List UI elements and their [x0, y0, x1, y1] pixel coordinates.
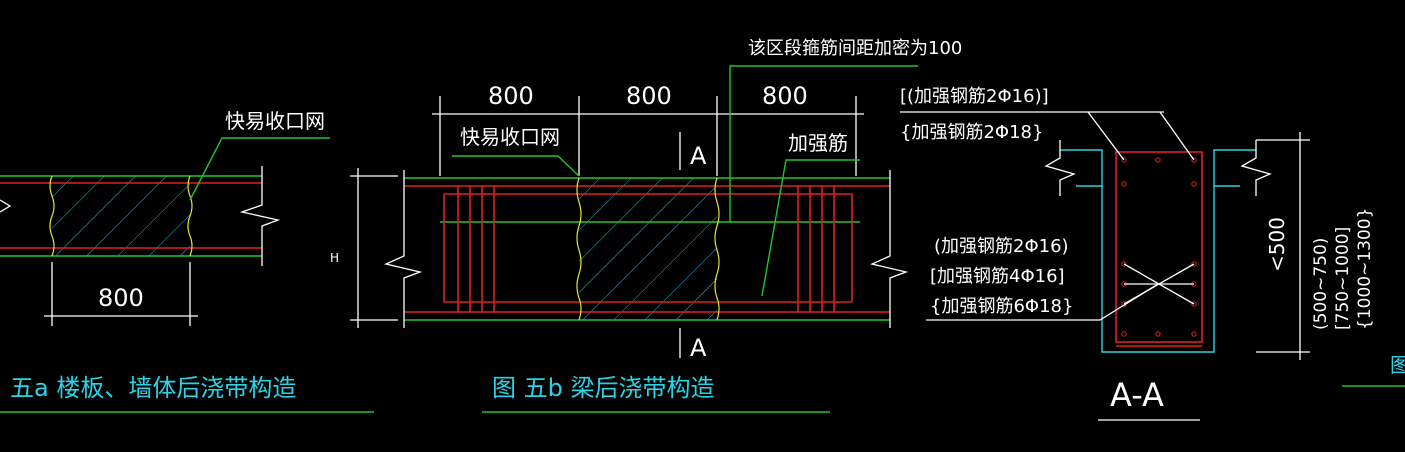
- height-label: H: [330, 251, 339, 265]
- section-title: A-A: [1110, 376, 1164, 414]
- stirrups-right: [797, 186, 835, 312]
- mesh-b-leader: [452, 155, 580, 177]
- stirrup-box: [1115, 151, 1203, 343]
- dim-b3: 800: [762, 82, 808, 110]
- strengthen-leader: [761, 159, 860, 297]
- mid-bar-text-2: [加强钢筋4Φ16]: [930, 266, 1065, 287]
- stirrup-note-leader: [729, 65, 918, 222]
- pour-strip-hatch: [52, 176, 190, 256]
- top-bar-leader-2: [1159, 111, 1195, 161]
- range-2: [750~1000]: [1333, 227, 1353, 330]
- section-mark-top: A: [690, 142, 707, 170]
- beam-detail-5b: H 800 800 800 快易收口网 该区段箍筋间距加密为100 加强筋 A …: [330, 38, 962, 413]
- mid-bar-text-3: {加强钢筋6Φ18}: [930, 296, 1073, 317]
- mid-bar-text-1: (加强钢筋2Φ16): [934, 236, 1069, 257]
- dim-b2: 800: [626, 82, 672, 110]
- beam-web-outline: [1101, 186, 1215, 353]
- section-aa: [(加强钢筋2Φ16)] {加强钢筋2Φ18} (加强钢筋2Φ16) [加强钢筋…: [900, 86, 1375, 421]
- beam-pour-strip-hatch: [579, 178, 717, 320]
- mesh-label-left: 快易收口网: [225, 109, 325, 133]
- dim-left: 800: [98, 284, 144, 312]
- break-line-right: [239, 166, 281, 266]
- mesh-edge-left: [49, 175, 55, 257]
- range-3: {1000~1300}: [1355, 208, 1375, 330]
- break-line-left: [0, 199, 12, 213]
- section-mark-bottom: A: [690, 334, 707, 362]
- mesh-edge-right: [187, 175, 193, 257]
- top-bar-text-1: [(加强钢筋2Φ16)]: [900, 86, 1049, 107]
- edge-label: 图: [1390, 353, 1405, 377]
- dim-500: <500: [1265, 217, 1289, 272]
- beam-break-left: [383, 170, 423, 328]
- mid-bar-leader: [926, 283, 1159, 321]
- stirrup-note: 该区段箍筋间距加密为100: [748, 38, 962, 59]
- slab-break-left: [1044, 140, 1076, 196]
- mesh-leader: [189, 137, 330, 201]
- slab-left: [1060, 149, 1103, 187]
- beam-mesh-edge-right: [714, 177, 720, 321]
- caption-5a: 五a 楼板、墙体后浇带构造: [10, 374, 296, 402]
- top-bar-leader-1: [1087, 111, 1125, 161]
- top-bar-text-2: {加强钢筋2Φ18}: [900, 122, 1043, 143]
- mesh-label-b: 快易收口网: [460, 125, 560, 149]
- caption-5b: 图 五b 梁后浇带构造: [492, 374, 715, 402]
- dim-b1: 800: [488, 82, 534, 110]
- strengthen-label: 加强筋: [788, 131, 848, 155]
- range-1: (500~750): [1311, 238, 1331, 330]
- stirrups-left: [457, 186, 495, 312]
- beam-mesh-edge-left: [576, 177, 582, 321]
- slab-detail-5a: 快易收口网 800 五a 楼板、墙体后浇带构造: [0, 109, 374, 413]
- slab-right: [1213, 149, 1256, 187]
- beam-break-right: [869, 170, 909, 328]
- slab-break-right: [1240, 140, 1272, 196]
